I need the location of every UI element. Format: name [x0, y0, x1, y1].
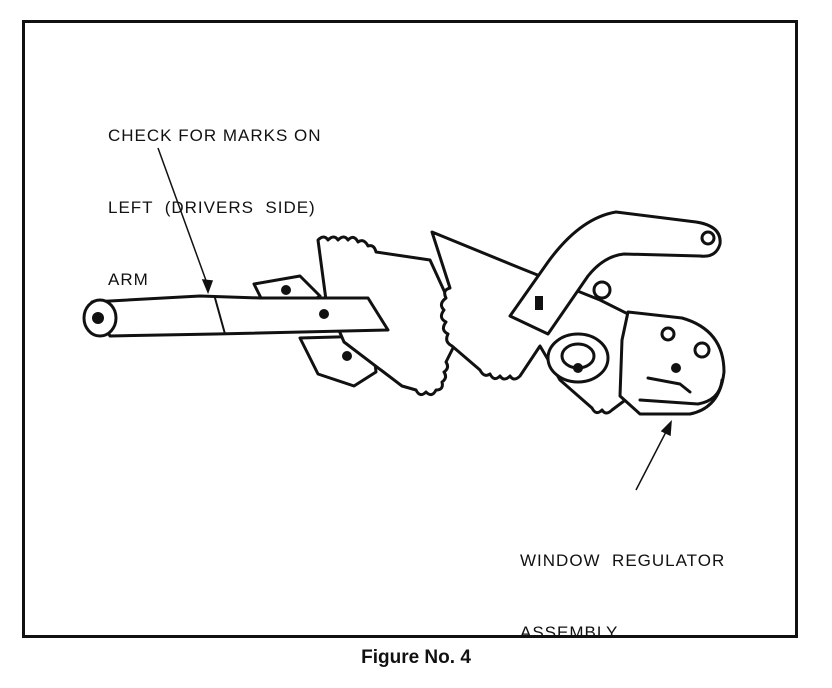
upper-lift-arm: [508, 210, 722, 336]
figure-frame: [22, 20, 798, 638]
sector-gear-plate-left: [316, 235, 464, 397]
regulator-leader-line: [635, 427, 669, 491]
arm-callout-text: CHECK FOR MARKS ON LEFT (DRIVERS SIDE) A…: [108, 76, 322, 316]
arm-leader-line: [157, 147, 209, 287]
regulator-callout-line-1: WINDOW REGULATOR: [520, 551, 726, 570]
gear-housing: [618, 310, 726, 416]
regulator-callout-line-2: ASSEMBLY: [520, 623, 619, 642]
arm-callout-line-1: CHECK FOR MARKS ON: [108, 126, 322, 145]
arm-callout-line-3: ARM: [108, 270, 149, 289]
regulator-callout-text: WINDOW REGULATOR ASSEMBLY: [520, 501, 725, 669]
arm-callout-line-2: LEFT (DRIVERS SIDE): [108, 198, 316, 217]
figure-caption: Figure No. 4: [361, 647, 471, 668]
left-drivers-side-arm: [90, 294, 390, 338]
